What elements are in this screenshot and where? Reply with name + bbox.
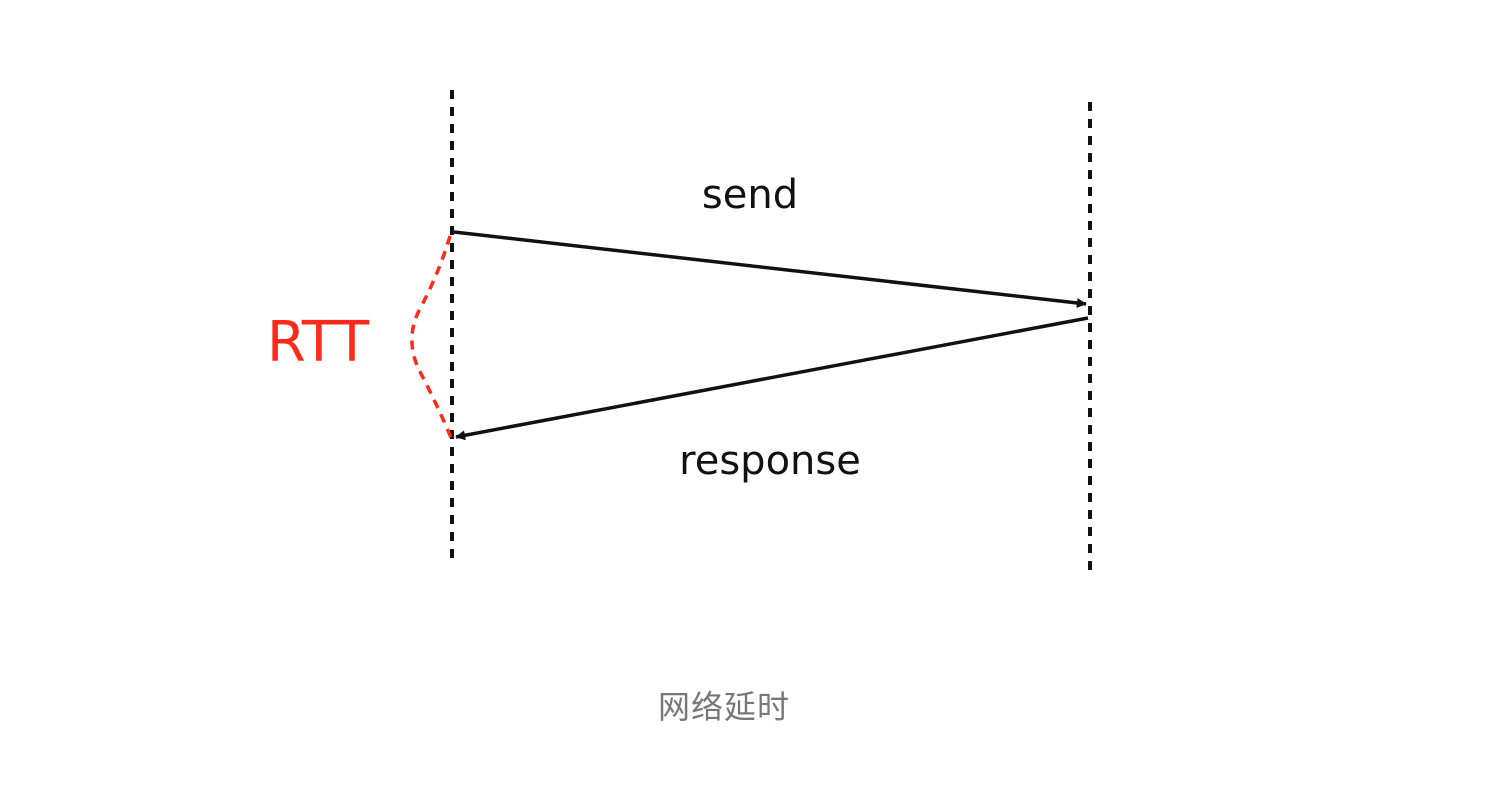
send-label: send [702,172,798,218]
send-arrow [453,230,1087,308]
rtt-label: RTT [267,310,370,375]
rtt-bracket [410,235,454,441]
response-arrow [455,316,1089,441]
figure-caption: 网络延时 [657,688,790,726]
response-label: response [679,438,861,484]
